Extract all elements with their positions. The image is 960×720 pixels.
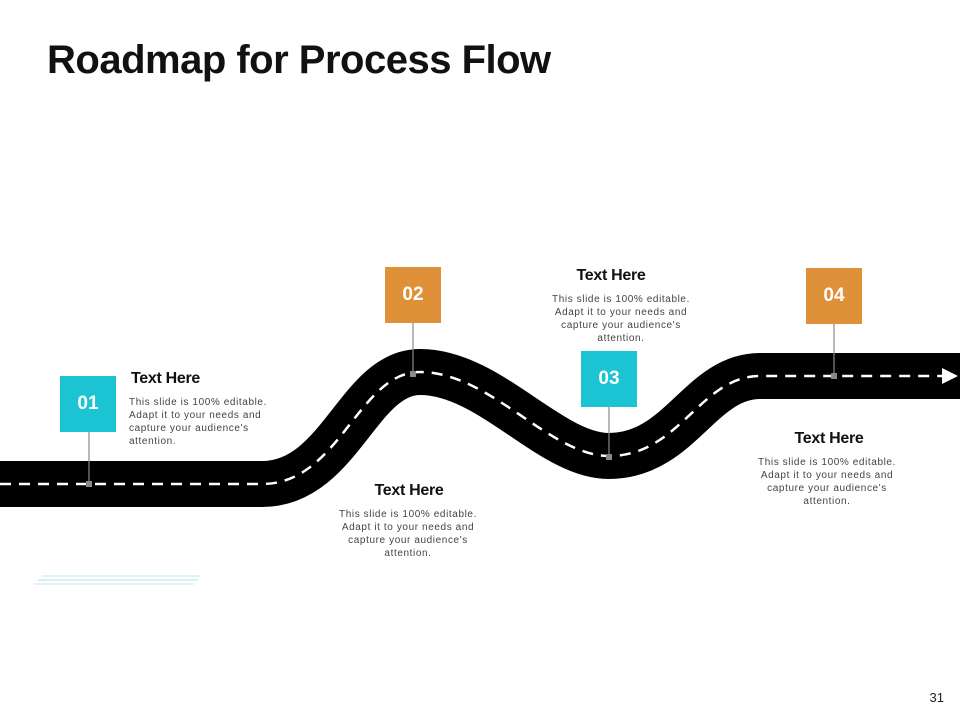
road-center-line xyxy=(0,370,944,486)
page-number: 31 xyxy=(929,690,944,705)
connectors xyxy=(86,323,837,487)
step-marker-04: 04 xyxy=(806,268,862,324)
step-text-04: This slide is 100% editable. Adapt it to… xyxy=(758,457,896,507)
connector-dot-04 xyxy=(831,373,837,379)
step-number-03: 03 xyxy=(598,368,620,389)
step-heading-03: Text Here xyxy=(576,267,646,284)
step-heading-02: Text Here xyxy=(374,482,444,499)
step-marker-03: 03 xyxy=(581,351,637,407)
step-number-01: 01 xyxy=(77,393,99,414)
step-marker-02: 02 xyxy=(385,267,441,323)
step-number-04: 04 xyxy=(823,285,845,306)
step-marker-01: 01 xyxy=(60,376,116,432)
connector-dot-01 xyxy=(86,481,92,487)
step-heading-01: Text Here xyxy=(131,370,201,387)
connector-dot-02 xyxy=(410,371,416,377)
step-text-03: This slide is 100% editable. Adapt it to… xyxy=(552,294,690,344)
connector-dot-03 xyxy=(606,454,612,460)
step-text-02: This slide is 100% editable. Adapt it to… xyxy=(339,509,477,559)
step-number-02: 02 xyxy=(402,284,424,305)
step-text-01: This slide is 100% editable. Adapt it to… xyxy=(129,397,267,447)
page-title: Roadmap for Process Flow xyxy=(47,38,551,82)
step-heading-04: Text Here xyxy=(794,430,864,447)
road-arrow-head xyxy=(942,368,958,384)
decorative-lines xyxy=(34,575,200,585)
